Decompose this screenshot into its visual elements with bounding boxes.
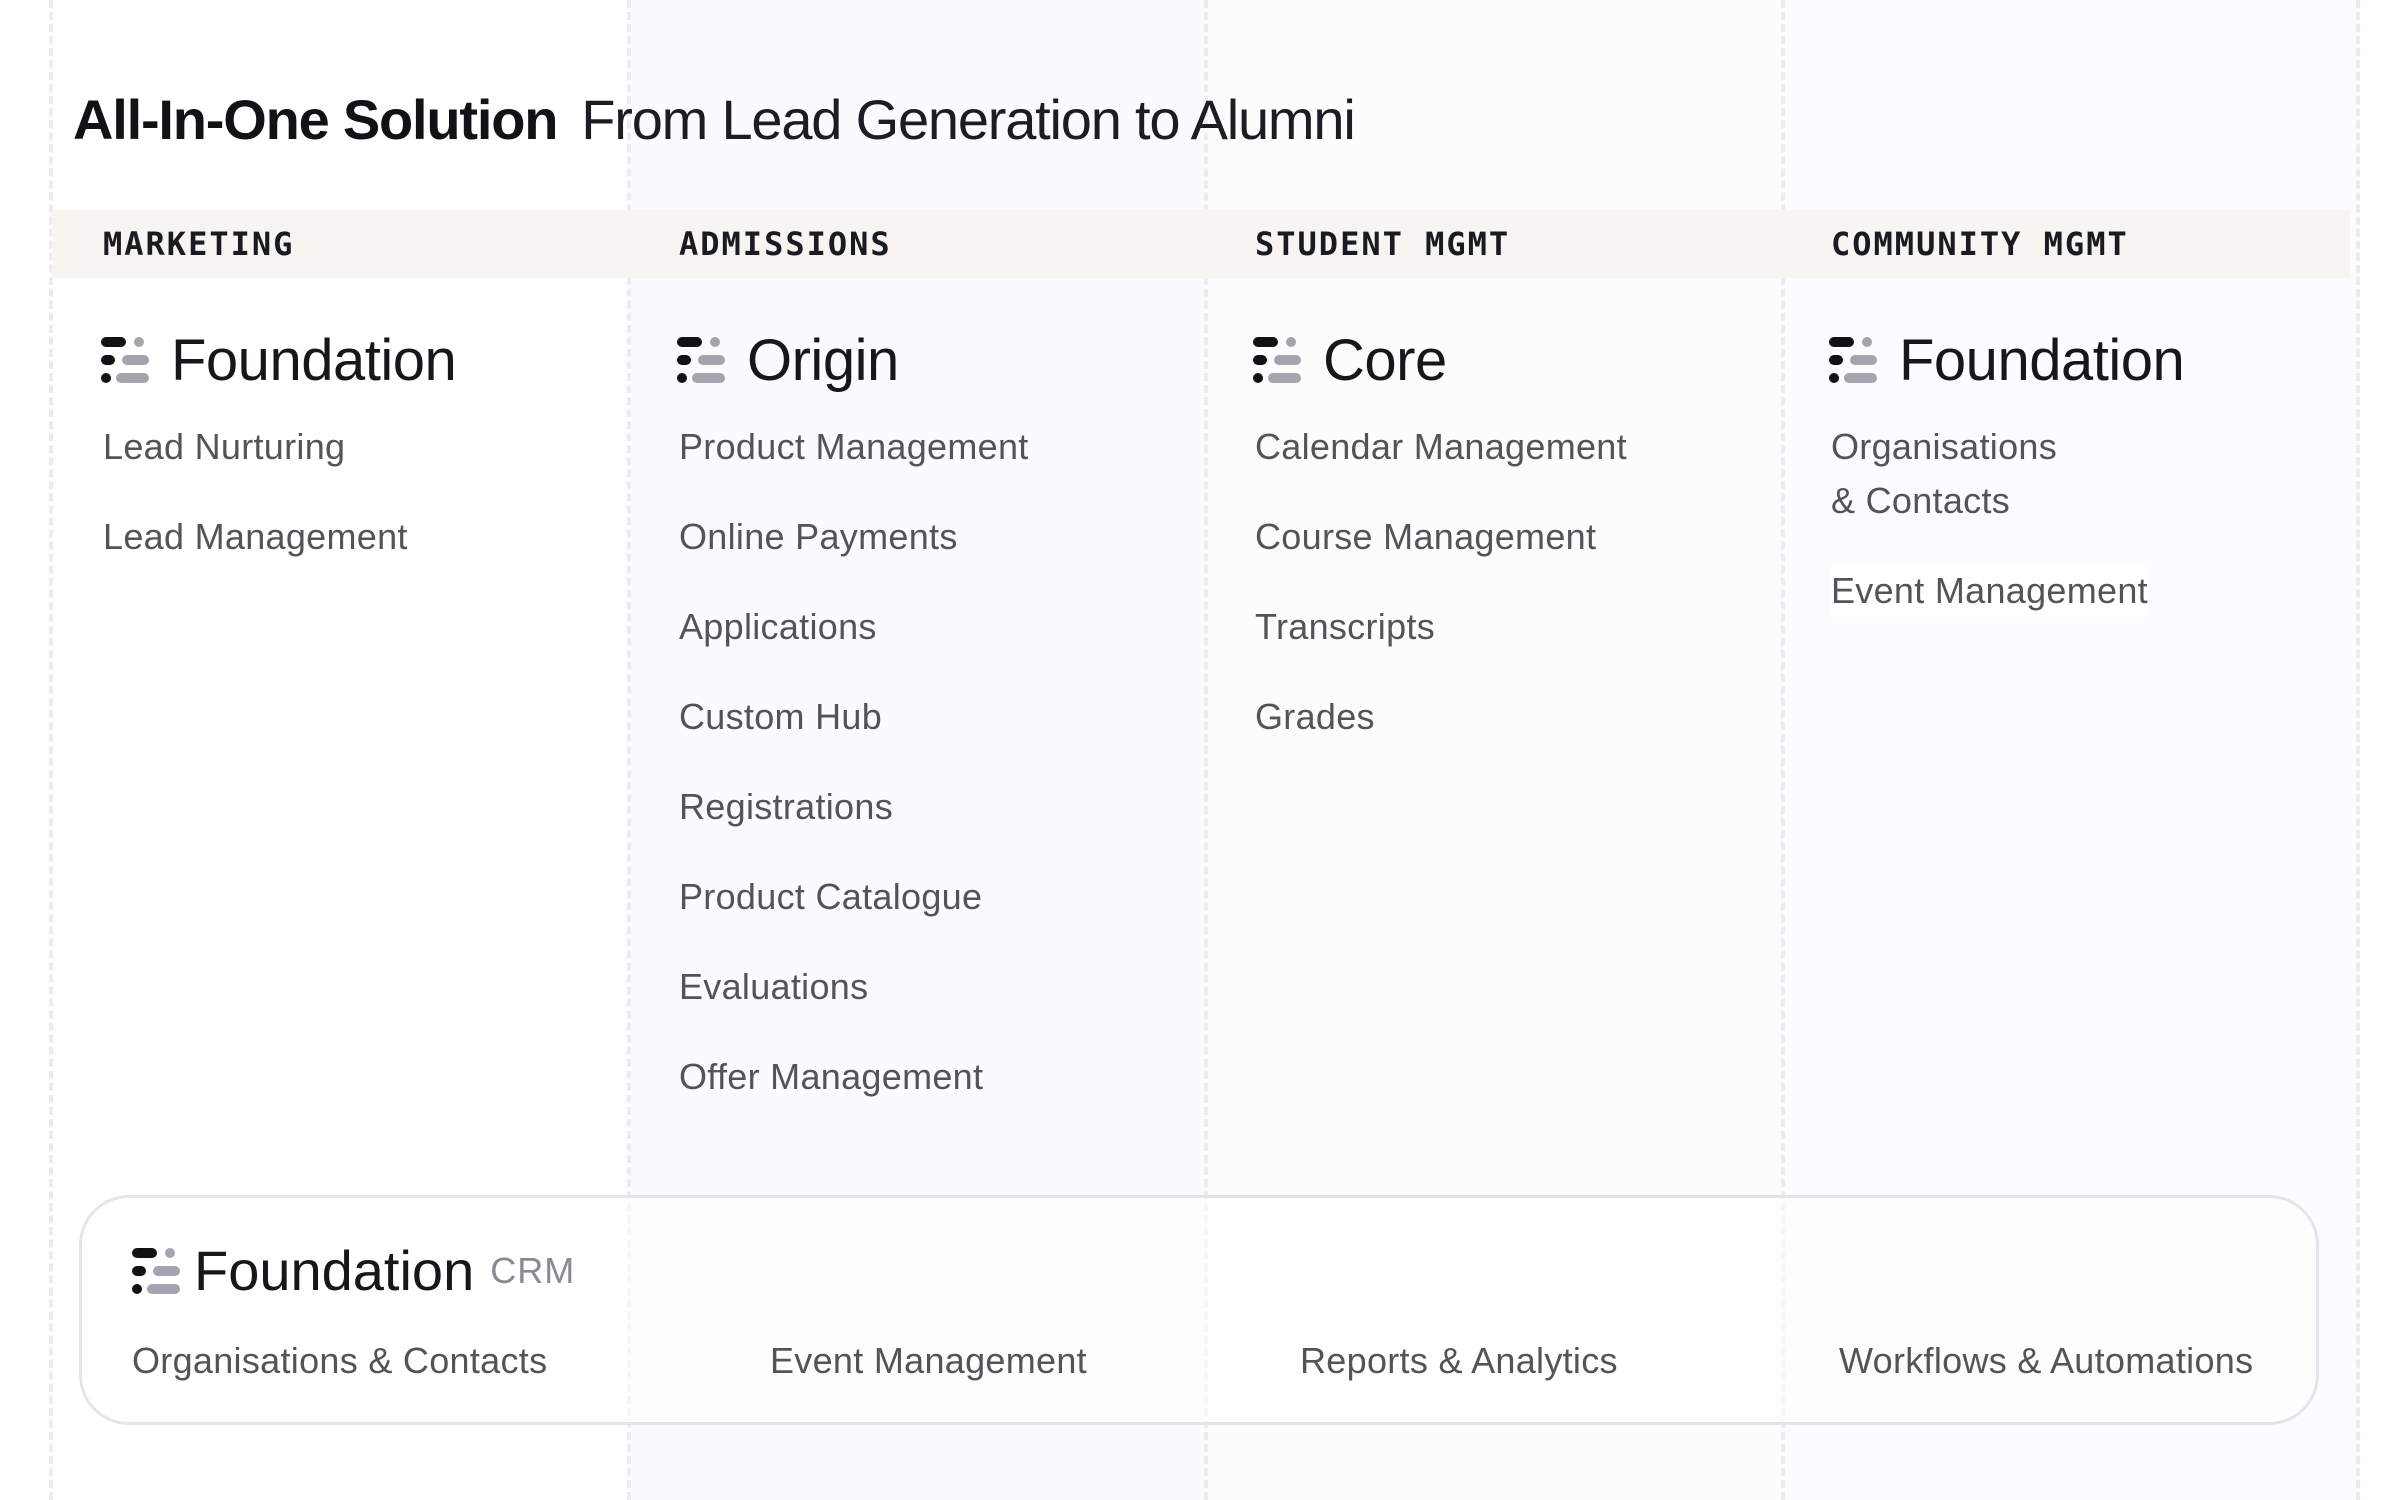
feature-link[interactable]: Applications [679,600,1029,654]
feature-link[interactable]: Lead Management [103,510,408,564]
crm-feature-link[interactable]: Organisations & Contacts [132,1340,548,1381]
feature-link[interactable]: Evaluations [679,960,1029,1014]
feature-link[interactable]: Organisations & Contacts [1831,420,2148,528]
feature-list-student-mgmt: Calendar Management Course Management Tr… [1255,420,1627,780]
product-header-admissions[interactable]: Origin [677,322,899,398]
product-name-foundation: Foundation [171,327,457,393]
feature-label: Organisations [1831,426,2058,467]
crm-feature-link[interactable]: Workflows & Automations [1839,1340,2254,1381]
category-header-band [52,210,2350,278]
feature-label: Offer Management [679,1056,984,1097]
feature-label: Registrations [679,786,893,827]
column-divider [627,0,631,1500]
feature-link[interactable]: Product Management [679,420,1029,474]
crm-feature-link[interactable]: Reports & Analytics [1300,1340,1618,1381]
product-logo-icon [1829,337,1877,383]
column-divider [1204,0,1208,1500]
feature-label: Event Management [1831,570,2148,611]
column-divider [49,0,53,1500]
feature-list-marketing: Lead Nurturing Lead Management [103,420,408,600]
column-divider [1781,0,1785,1500]
crm-feature-link[interactable]: Event Management [770,1340,1087,1381]
product-name-origin: Origin [747,327,899,393]
feature-label: Lead Nurturing [103,426,346,467]
crm-product-name: Foundation [194,1239,475,1302]
feature-list-admissions: Product Management Online Payments Appli… [679,420,1029,1140]
product-logo-icon [1253,337,1301,383]
category-label-admissions: ADMISSIONS [679,225,892,263]
feature-label: Transcripts [1255,606,1435,647]
product-logo-icon [677,337,725,383]
product-header-marketing[interactable]: Foundation [101,322,457,398]
product-header-community-mgmt[interactable]: Foundation [1829,322,2185,398]
feature-link[interactable]: Transcripts [1255,600,1627,654]
crm-tag: CRM [490,1249,576,1291]
feature-label: & Contacts [1831,480,2011,521]
feature-link[interactable]: Online Payments [679,510,1029,564]
category-label-marketing: MARKETING [103,225,295,263]
crm-header: Foundation CRM [132,1238,575,1303]
feature-link[interactable]: Registrations [679,780,1029,834]
product-header-student-mgmt[interactable]: Core [1253,322,1447,398]
feature-link[interactable]: Course Management [1255,510,1627,564]
feature-link[interactable]: Calendar Management [1255,420,1627,474]
product-logo-icon [101,337,149,383]
column-divider [2356,0,2360,1500]
feature-link[interactable]: Lead Nurturing [103,420,408,474]
category-label-community-mgmt: COMMUNITY MGMT [1831,225,2129,263]
feature-link[interactable]: Product Catalogue [679,870,1029,924]
feature-list-community-mgmt: Organisations & Contacts Event Managemen… [1831,420,2148,654]
feature-label: Lead Management [103,516,408,557]
category-label-student-mgmt: STUDENT MGMT [1255,225,1511,263]
feature-link[interactable]: Event Management [1831,564,2148,618]
feature-label: Custom Hub [679,696,883,737]
crm-card[interactable]: Foundation CRM Organisations & Contacts … [79,1195,2319,1425]
feature-label: Grades [1255,696,1375,737]
feature-label: Calendar Management [1255,426,1627,467]
feature-label: Evaluations [679,966,869,1007]
feature-link[interactable]: Offer Management [679,1050,1029,1104]
product-name-foundation: Foundation [1899,327,2185,393]
feature-label: Product Management [679,426,1029,467]
page-title: All-In-One Solution From Lead Generation … [73,80,1356,160]
feature-label: Course Management [1255,516,1597,557]
feature-label: Applications [679,606,877,647]
product-logo-icon [132,1247,180,1294]
feature-label: Online Payments [679,516,958,557]
feature-link[interactable]: Grades [1255,690,1627,744]
feature-label: Product Catalogue [679,876,983,917]
product-name-core: Core [1323,327,1447,393]
page-title-subtitle: From Lead Generation to Alumni [581,88,1356,151]
page-title-bold: All-In-One Solution [73,88,558,151]
feature-link[interactable]: Custom Hub [679,690,1029,744]
